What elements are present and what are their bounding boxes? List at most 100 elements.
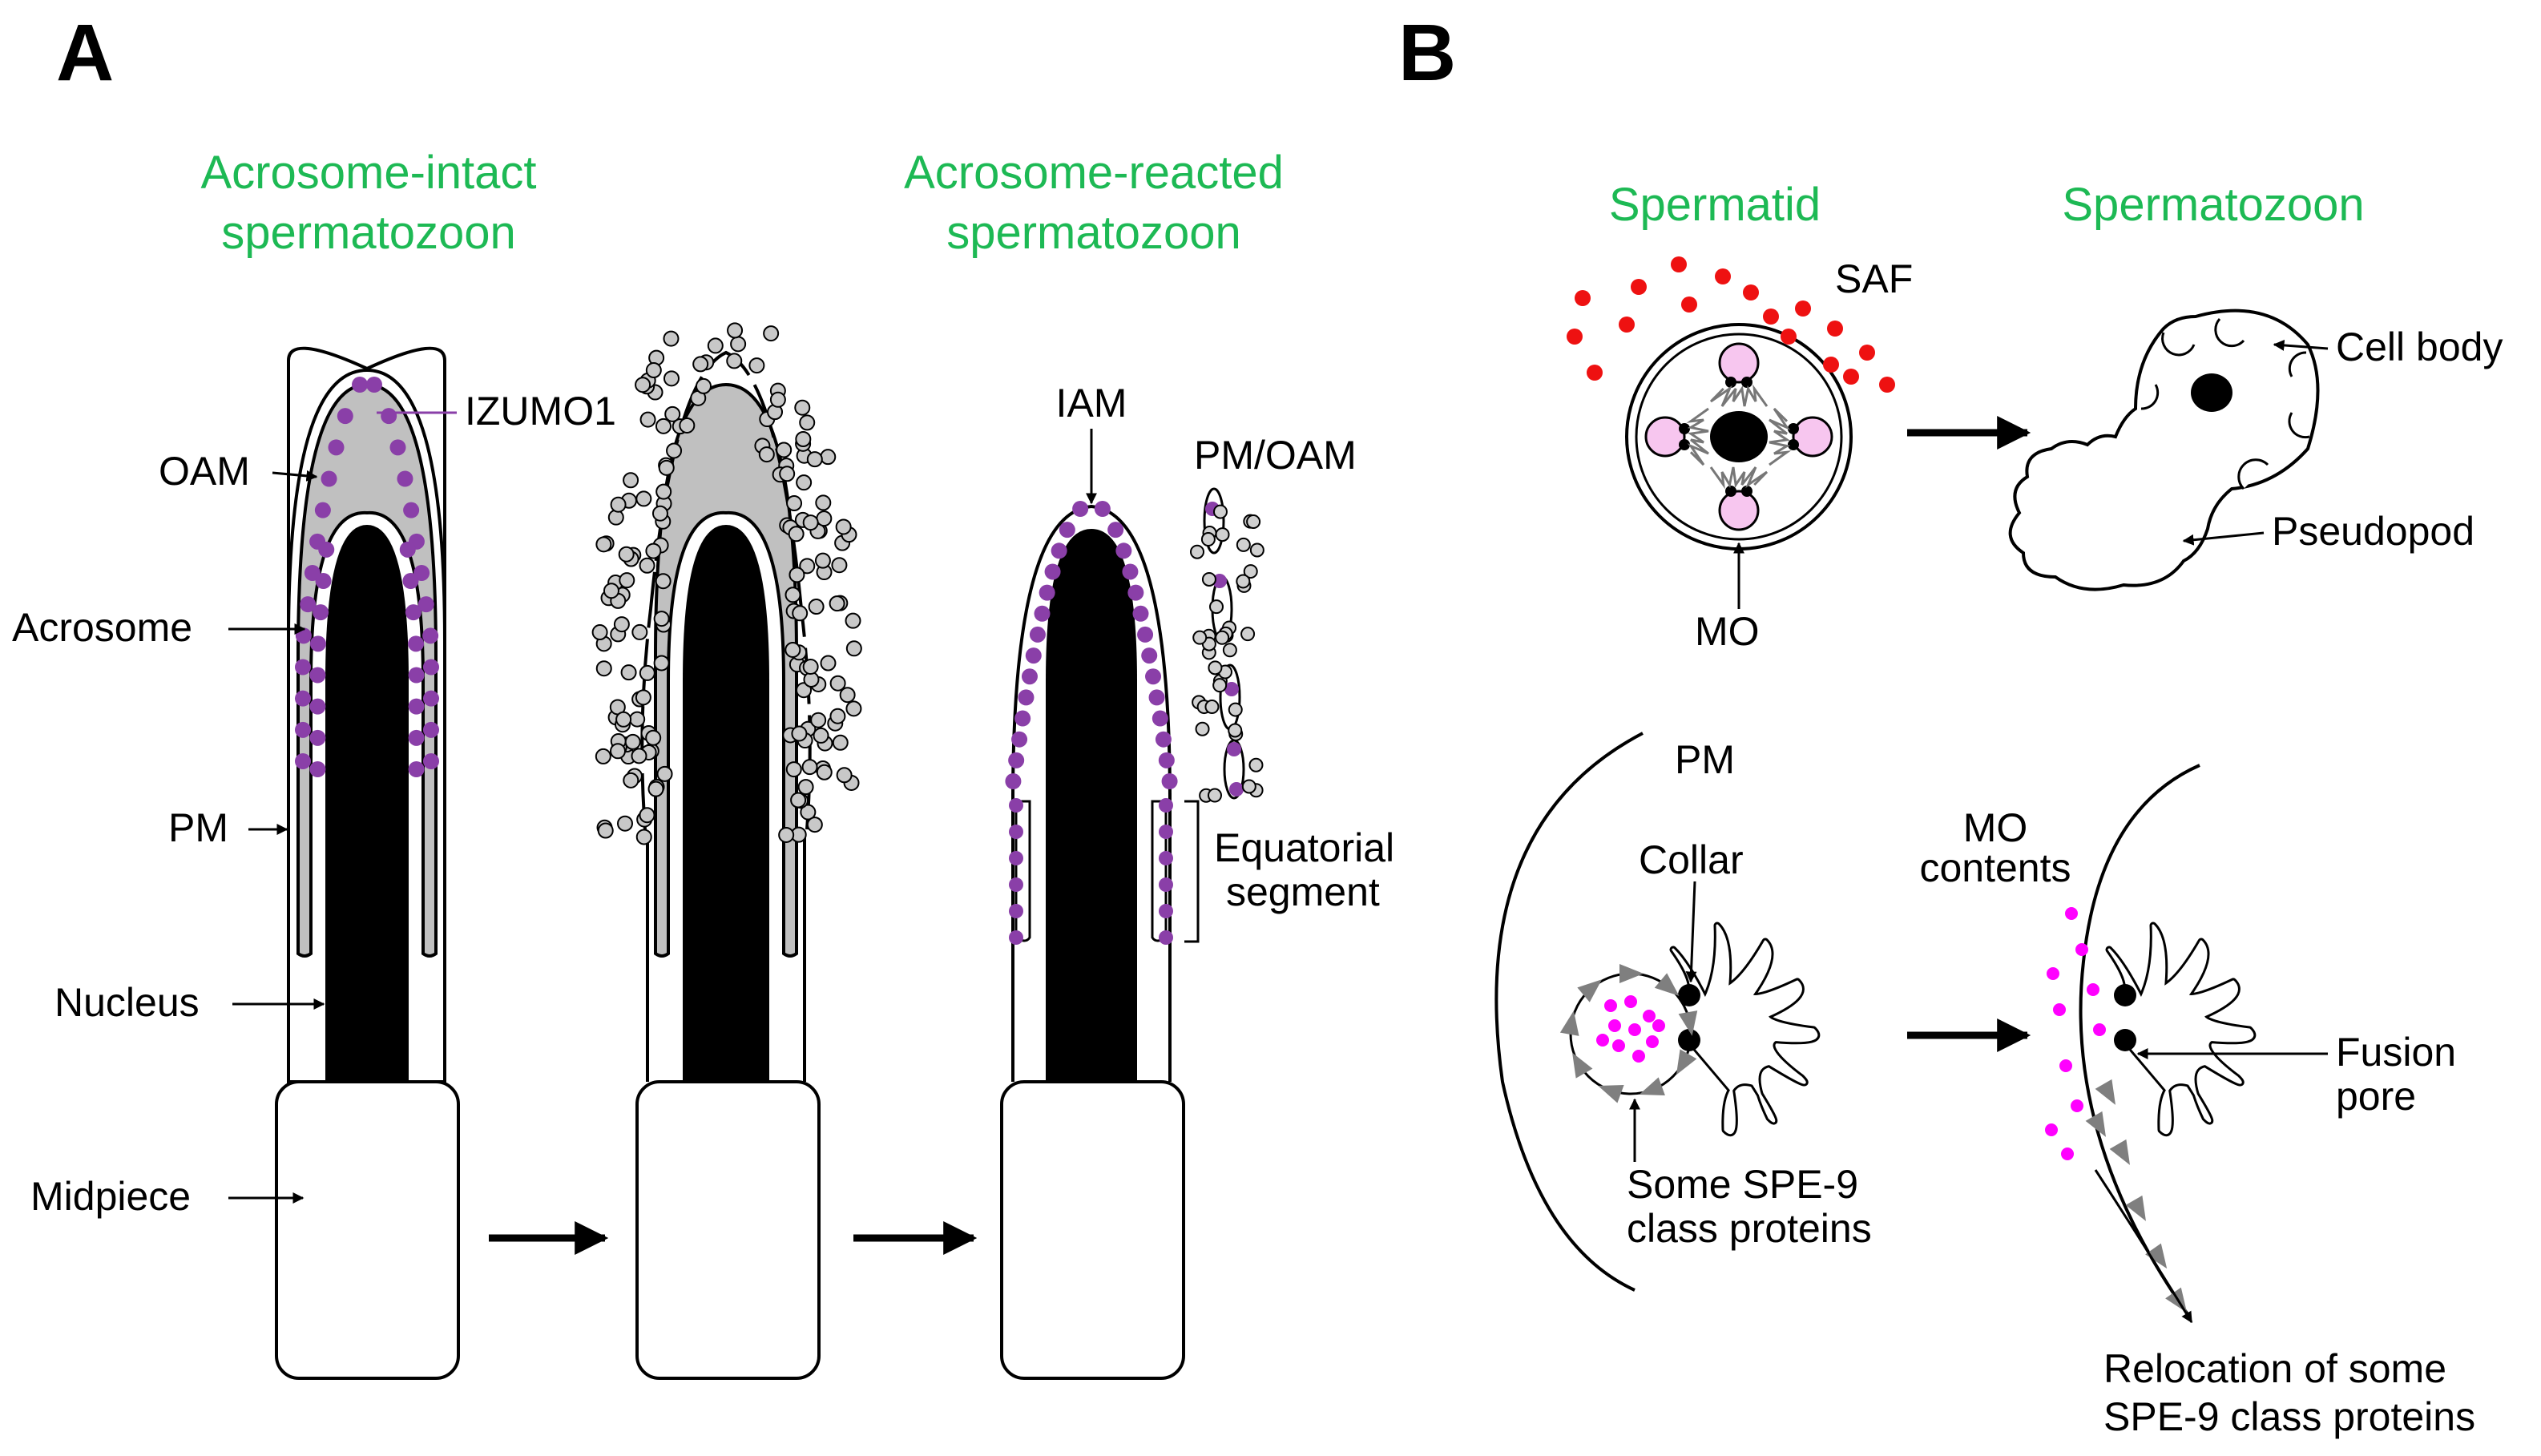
vesicle [836, 767, 853, 784]
mo-content-dot [2071, 1099, 2083, 1112]
vesicle [618, 546, 635, 563]
izumo1-dot [381, 408, 397, 425]
vesicle [1195, 721, 1210, 736]
label-segment: segment [1226, 869, 1380, 914]
collar-dot [1741, 377, 1752, 388]
saf-dot [1567, 329, 1583, 345]
izumo1-dot [295, 753, 311, 769]
mo-content-dot [2059, 1059, 2072, 1072]
nucleus [325, 525, 409, 1082]
label-equatorial: Equatorial [1214, 825, 1394, 870]
vesicle [795, 431, 812, 448]
vesicle [776, 442, 793, 458]
vesicle [816, 510, 833, 527]
spe9-triangle [1676, 1049, 1697, 1075]
vesicle [595, 660, 612, 677]
izumo1-dot [1159, 904, 1173, 918]
panel-a-letter: A [56, 8, 114, 98]
mo-content-dot [1632, 1050, 1645, 1063]
vesicle [794, 399, 811, 416]
membranous-organelle [1709, 342, 1769, 407]
nucleus [1046, 529, 1137, 1082]
vesicle [845, 700, 862, 717]
plasma-membrane-right [2079, 764, 2200, 1316]
izumo1-dot [1159, 825, 1173, 839]
vesicle [1236, 537, 1251, 552]
vesicle [801, 759, 818, 776]
spe9-triangles [1559, 964, 1698, 1103]
mo-body [2105, 922, 2257, 1137]
vesicle [615, 711, 632, 728]
mo-content-dot [1604, 999, 1617, 1012]
izumo1-dot [1011, 731, 1028, 748]
izumo1-dot [1115, 542, 1132, 559]
izumo1-dot [422, 627, 439, 644]
vesicle [820, 655, 837, 672]
izumo1-dot [1224, 682, 1239, 696]
label-saf: SAF [1835, 256, 1913, 301]
vesicle [624, 733, 641, 750]
mo-content-dot [2061, 1147, 2074, 1160]
mo-content-dot [2087, 983, 2099, 996]
vesicle [639, 664, 655, 681]
saf-dot [1715, 268, 1731, 284]
panel-a: A Acrosome-intact spermatozoon Acrosome-… [12, 8, 1394, 1380]
mo-body-folds [1769, 407, 1792, 466]
saf-dot [1671, 256, 1687, 272]
vesicle [597, 822, 614, 839]
vesicle [619, 572, 635, 589]
vesicle [796, 474, 813, 491]
vesicle [623, 472, 639, 489]
mo-body-folds [1709, 466, 1769, 490]
vesicle [1228, 723, 1243, 738]
saf-dot [1859, 345, 1875, 361]
label-pore: pore [2336, 1074, 2416, 1119]
mo-contents-dots [1596, 995, 1665, 1063]
vesicle [779, 466, 796, 482]
leader-pseudopod [2182, 531, 2265, 546]
vesicle [645, 362, 662, 379]
label-pm-oam: PM/OAM [1194, 433, 1357, 478]
collar-dot [2114, 1029, 2136, 1051]
izumo1-dot [295, 659, 311, 676]
spermatozoon-nucleus [2191, 373, 2232, 412]
vesicle [639, 557, 655, 574]
izumo1-dot [1018, 689, 1035, 706]
label-oam: OAM [159, 449, 250, 494]
vesicle [613, 616, 630, 633]
vesicle [635, 829, 652, 845]
saf-dot [1843, 369, 1859, 385]
mo-contents-dots-released [2045, 907, 2106, 1160]
vesicle [635, 689, 651, 706]
vesicle [653, 611, 670, 627]
mo-body [1669, 922, 1821, 1137]
label-nucleus: Nucleus [54, 980, 200, 1025]
spe9-triangle [1577, 979, 1603, 1002]
spe9-triangle [1559, 1010, 1579, 1036]
izumo1-dot [1229, 782, 1244, 797]
spe9-triangle [2085, 1111, 2106, 1137]
mo-content-dot [1612, 1039, 1625, 1052]
spermatid-nucleus [1710, 411, 1768, 462]
title-acrosome-reacted-line2: spermatozoon [946, 207, 1241, 259]
vesicle [790, 792, 807, 809]
collar-dot [1788, 423, 1799, 434]
izumo1-dot [309, 635, 326, 652]
vesicle [1241, 779, 1256, 794]
vesicle [1207, 788, 1222, 803]
mo-fusion-after [2045, 764, 2257, 1324]
vesicle [829, 595, 845, 612]
saf-dot [1619, 317, 1635, 333]
izumo1-dot [423, 659, 439, 676]
mo-content-dot [1652, 1019, 1665, 1032]
saf-dot [1587, 365, 1603, 381]
izumo1-dot [1161, 773, 1178, 789]
membranous-organelle [1644, 407, 1709, 466]
izumo1-dot [1159, 930, 1173, 945]
midpiece [275, 1080, 460, 1380]
collar-dot [1679, 439, 1690, 450]
mo-content-dot [2053, 1003, 2066, 1016]
inner-acrosomal-membrane [1011, 504, 1172, 802]
label-izumo1: IZUMO1 [465, 389, 616, 434]
vesicle [784, 587, 801, 603]
